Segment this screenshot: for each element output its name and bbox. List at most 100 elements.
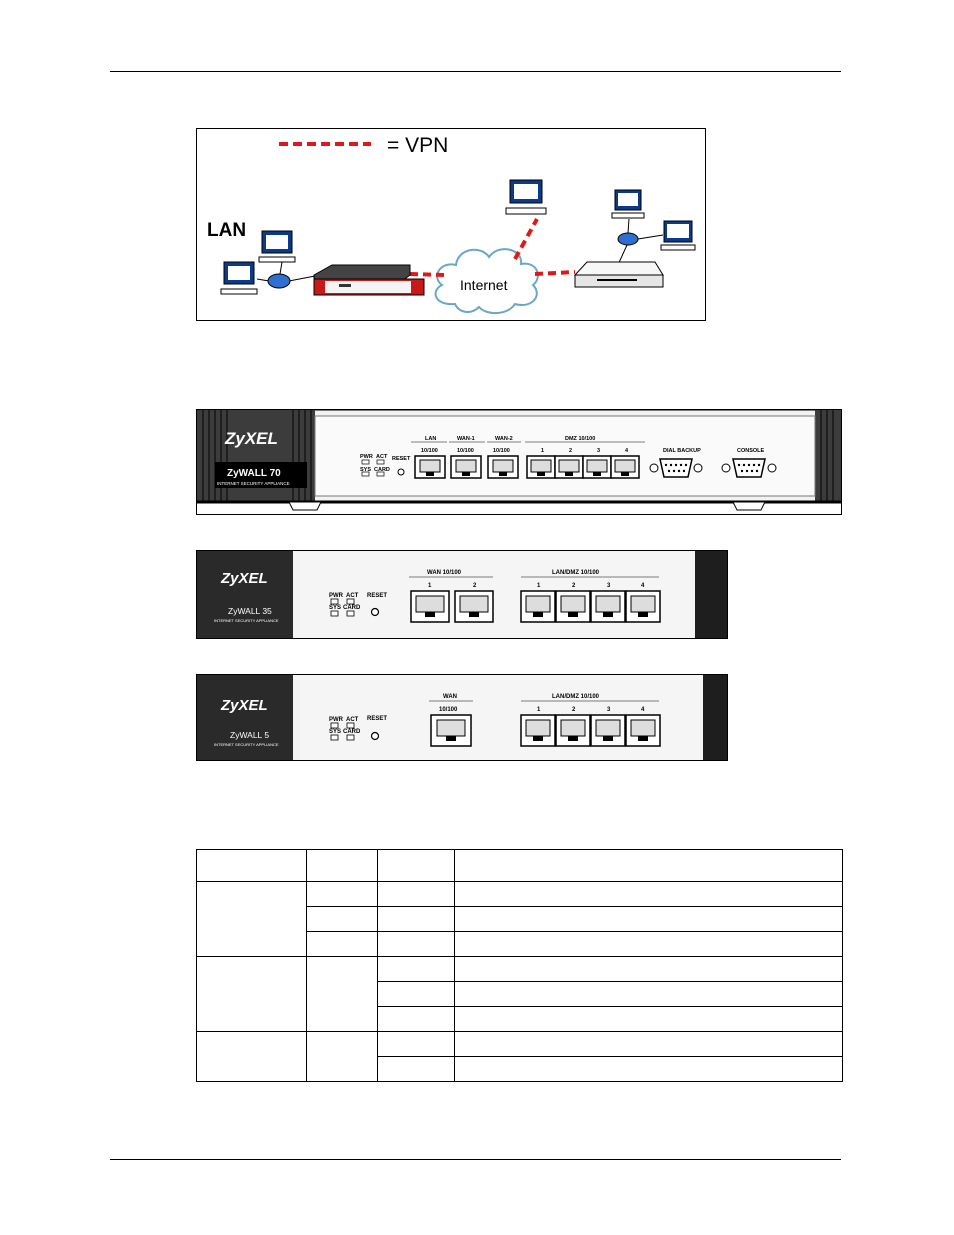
lan-computer-icon	[220, 261, 258, 295]
table-row	[196, 956, 843, 1032]
zywall70-front-panel: ZyXEL ZyWALL 70 INTERNET SECURITY APPLIA…	[196, 409, 842, 515]
reset-label: RESET	[392, 456, 411, 462]
reset-button[interactable]	[397, 468, 405, 476]
table-cell	[454, 906, 843, 932]
ethernet-port-icon[interactable]	[450, 455, 482, 479]
header-rule	[110, 71, 841, 72]
table-row	[197, 981, 843, 1007]
table-row	[196, 881, 843, 957]
led-label-card: CARD	[343, 605, 361, 611]
led-label-pwr: PWR	[360, 454, 373, 460]
table-row	[197, 1006, 843, 1032]
table-cell	[454, 981, 843, 1007]
ethernet-port-icon[interactable]	[430, 714, 472, 747]
ethernet-port-icon[interactable]	[625, 590, 661, 623]
table-cell	[454, 956, 843, 982]
console-serial-port-icon[interactable]	[721, 458, 777, 478]
reset-label: RESET	[367, 716, 387, 722]
ethernet-port-icon[interactable]	[454, 590, 494, 623]
table-cell	[454, 931, 843, 957]
model-name: ZyWALL 35	[228, 606, 272, 616]
wan-port-number-1: 1	[428, 583, 432, 589]
led-label-pwr: PWR	[329, 717, 344, 723]
footer-rule	[110, 1159, 841, 1160]
table-cell	[196, 1031, 307, 1082]
router-icon	[267, 273, 291, 289]
ethernet-port-icon[interactable]	[410, 590, 450, 623]
ethernet-port-icon[interactable]	[582, 455, 612, 479]
reset-button[interactable]	[370, 607, 380, 617]
model-tagline: INTERNET SECURITY APPLIANCE	[214, 742, 279, 747]
table-header-cell	[454, 849, 843, 882]
table-cell	[306, 881, 378, 907]
table-cell	[196, 881, 307, 957]
led-description-table	[196, 849, 843, 1082]
ethernet-port-icon[interactable]	[590, 714, 626, 747]
table-header-cell	[306, 849, 378, 882]
wan1-port-title: WAN-1	[457, 436, 475, 442]
console-label: CONSOLE	[737, 448, 765, 454]
reset-label: RESET	[367, 593, 387, 599]
dial-backup-label: DIAL BACKUP	[663, 448, 701, 454]
ethernet-port-icon[interactable]	[555, 714, 591, 747]
led-label-sys: SYS	[360, 467, 371, 473]
lan-port-number-3: 3	[607, 583, 611, 589]
model-tagline: INTERNET SECURITY APPLIANCE	[217, 481, 290, 486]
table-row	[196, 1031, 843, 1082]
ethernet-port-icon[interactable]	[610, 455, 640, 479]
table-cell	[454, 1031, 843, 1057]
wan-group-title: WAN	[443, 694, 457, 700]
lan-port-number-1: 1	[537, 583, 541, 589]
table-cell	[196, 956, 307, 1032]
table-cell	[377, 906, 455, 932]
ethernet-port-icon[interactable]	[520, 590, 556, 623]
lan-label: LAN	[207, 220, 246, 241]
zywall35-front-panel: ZyXEL ZyWALL 35 INTERNET SECURITY APPLIA…	[196, 550, 728, 639]
lan-port-number-2: 2	[572, 707, 576, 713]
wan-port-number-2: 2	[473, 583, 477, 589]
led-label-card: CARD	[374, 467, 390, 473]
wan2-port-title: WAN-2	[495, 436, 513, 442]
table-cell	[306, 1031, 378, 1082]
vpn-legend-label: = VPN	[387, 134, 448, 157]
table-cell	[306, 956, 378, 1032]
led-label-sys: SYS	[329, 605, 341, 611]
led-label-act: ACT	[376, 454, 388, 460]
ethernet-port-icon[interactable]	[555, 590, 591, 623]
remote-computer-icon	[505, 179, 547, 215]
led-label-card: CARD	[343, 729, 361, 735]
dial-backup-serial-port-icon[interactable]	[649, 458, 703, 478]
lan-port-number-3: 3	[607, 707, 611, 713]
vpn-network-figure: = VPN LAN Internet	[196, 128, 706, 321]
wan2-port-speed: 10/100	[493, 448, 510, 454]
lan-group-title: LAN/DMZ 10/100	[552, 694, 600, 700]
lan-computer-icon	[258, 230, 296, 263]
reset-button[interactable]	[370, 731, 380, 741]
ethernet-port-icon[interactable]	[526, 455, 556, 479]
ethernet-port-icon[interactable]	[554, 455, 584, 479]
wan1-port-speed: 10/100	[457, 448, 474, 454]
led-label-pwr: PWR	[329, 593, 344, 599]
table-cell	[454, 1056, 843, 1082]
table-header-row	[196, 849, 843, 882]
ethernet-port-icon[interactable]	[590, 590, 626, 623]
zywall5-front-panel: ZyXEL ZyWALL 5 INTERNET SECURITY APPLIAN…	[196, 674, 728, 761]
lan-port-number-1: 1	[537, 707, 541, 713]
ethernet-port-icon[interactable]	[487, 455, 519, 479]
lan-port-number-4: 4	[641, 707, 645, 713]
ethernet-port-icon[interactable]	[520, 714, 556, 747]
ethernet-port-icon[interactable]	[414, 455, 446, 479]
dmz-port-number-1: 1	[541, 448, 544, 454]
table-header-cell	[377, 849, 455, 882]
table-cell	[377, 1006, 455, 1032]
model-name: ZyWALL 5	[230, 730, 269, 740]
model-tagline: INTERNET SECURITY APPLIANCE	[214, 618, 279, 623]
led-label-act: ACT	[346, 593, 359, 599]
router-icon	[617, 232, 639, 246]
table-cell	[377, 1031, 455, 1057]
table-row	[197, 1056, 843, 1082]
led-label-sys: SYS	[329, 729, 341, 735]
table-cell	[377, 881, 455, 907]
brand-logo: ZyXEL	[224, 429, 278, 448]
ethernet-port-icon[interactable]	[625, 714, 661, 747]
